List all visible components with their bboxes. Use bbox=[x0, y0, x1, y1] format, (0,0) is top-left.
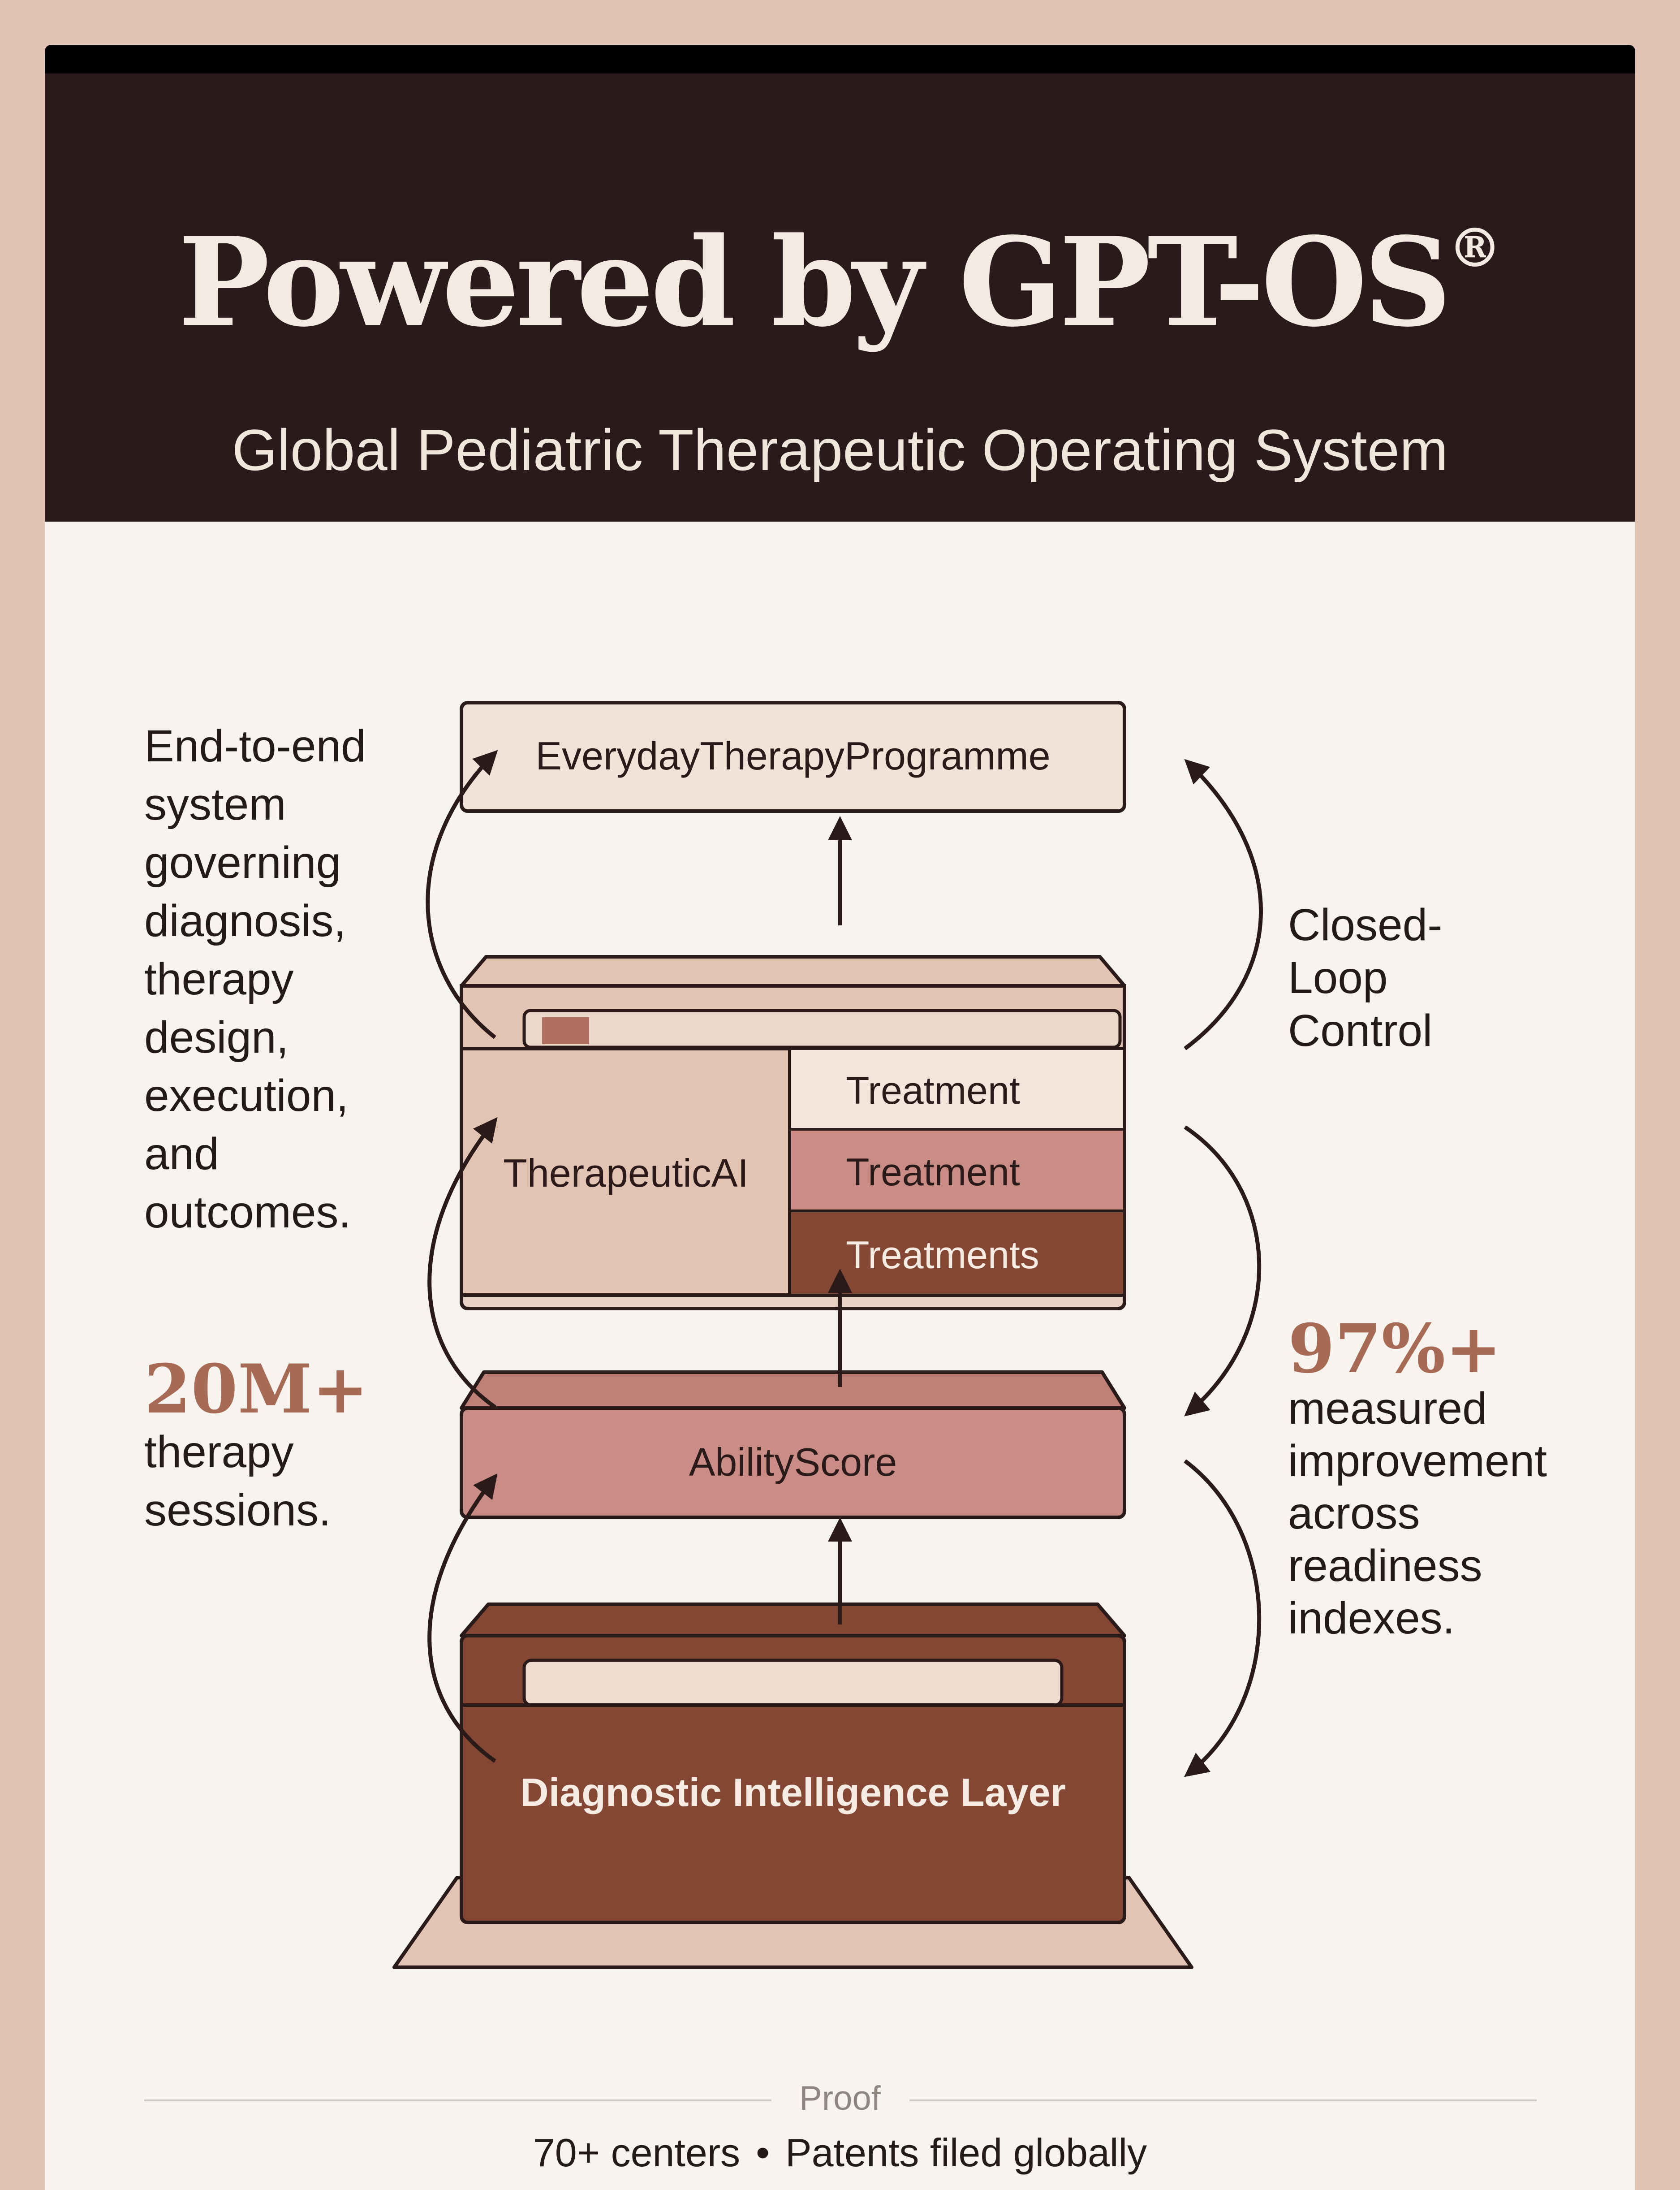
page-subtitle: Global Pediatric Therapeutic Operating S… bbox=[232, 417, 1448, 483]
improvement-stat-note: 97%+ measured improvement across readine… bbox=[1288, 1315, 1602, 1645]
right-loop-arrow-middle bbox=[1184, 1125, 1262, 1417]
improvement-stat-text: measured improvement across readiness in… bbox=[1288, 1383, 1547, 1643]
ability-score-label: AbilityScore bbox=[689, 1440, 897, 1484]
header-banner: Powered by GPT-OS® Global Pediatric Ther… bbox=[45, 73, 1635, 522]
therapeutic-ai-block: TherapeuticAI Treatment Treatment Treatm… bbox=[460, 955, 1126, 1310]
sessions-stat-note: 20M+ therapy sessions. bbox=[144, 1356, 413, 1539]
improvement-stat-value: 97%+ bbox=[1288, 1309, 1502, 1388]
right-loop-arrow-bottom bbox=[1184, 1459, 1262, 1777]
sessions-stat-text: therapy sessions. bbox=[144, 1427, 331, 1535]
proof-label: Proof bbox=[799, 2079, 881, 2117]
architecture-diagram: Diagnostic Intelligence Layer AbilitySco… bbox=[392, 701, 1263, 1969]
proof-items: 70+ centers • Patents filed globally bbox=[45, 2133, 1635, 2173]
poster-card: Powered by GPT-OS® Global Pediatric Ther… bbox=[45, 45, 1635, 2190]
left-loop-arrow-bottom bbox=[427, 1473, 498, 1763]
proof-separator: • bbox=[756, 2130, 770, 2175]
right-loop-arrow-top bbox=[1184, 759, 1263, 1050]
left-loop-arrow-middle bbox=[427, 1117, 498, 1409]
proof-item-centers: 70+ centers bbox=[533, 2130, 741, 2175]
programme-label: EverydayTherapyProgramme bbox=[535, 734, 1050, 778]
diagnostic-layer-block: Diagnostic Intelligence Layer bbox=[460, 1603, 1126, 1924]
treatment-label-1: Treatment bbox=[846, 1069, 1020, 1112]
system-description: End-to-end system governing diagnosis, t… bbox=[144, 717, 413, 1241]
closed-loop-note: Closed-Loop Control bbox=[1288, 898, 1476, 1057]
therapeutic-ai-label: TherapeuticAI bbox=[503, 1151, 749, 1195]
ability-score-block: AbilityScore bbox=[460, 1370, 1126, 1519]
top-bar bbox=[45, 45, 1635, 73]
treatment-row-2 bbox=[788, 1128, 1126, 1212]
programme-block: EverydayTherapyProgramme bbox=[460, 701, 1126, 813]
proof-item-patents: Patents filed globally bbox=[785, 2130, 1147, 2175]
system-description-text: End-to-end system governing diagnosis, t… bbox=[144, 721, 366, 1237]
closed-loop-text: Closed-Loop Control bbox=[1288, 900, 1443, 1056]
page-title: Powered by GPT-OS® bbox=[178, 211, 1502, 354]
treatment-row-1 bbox=[788, 1047, 1126, 1131]
diagnostic-layer-label: Diagnostic Intelligence Layer bbox=[520, 1770, 1066, 1814]
sessions-stat-value: 20M+ bbox=[144, 1350, 369, 1429]
proof-divider-left bbox=[144, 2099, 771, 2101]
left-loop-arrow-top bbox=[426, 750, 498, 1039]
proof-divider-right bbox=[909, 2099, 1537, 2101]
treatment-label-2: Treatment bbox=[846, 1151, 1020, 1194]
registered-mark: ® bbox=[1448, 216, 1502, 280]
treatment-label-3: Treatments bbox=[846, 1234, 1039, 1277]
